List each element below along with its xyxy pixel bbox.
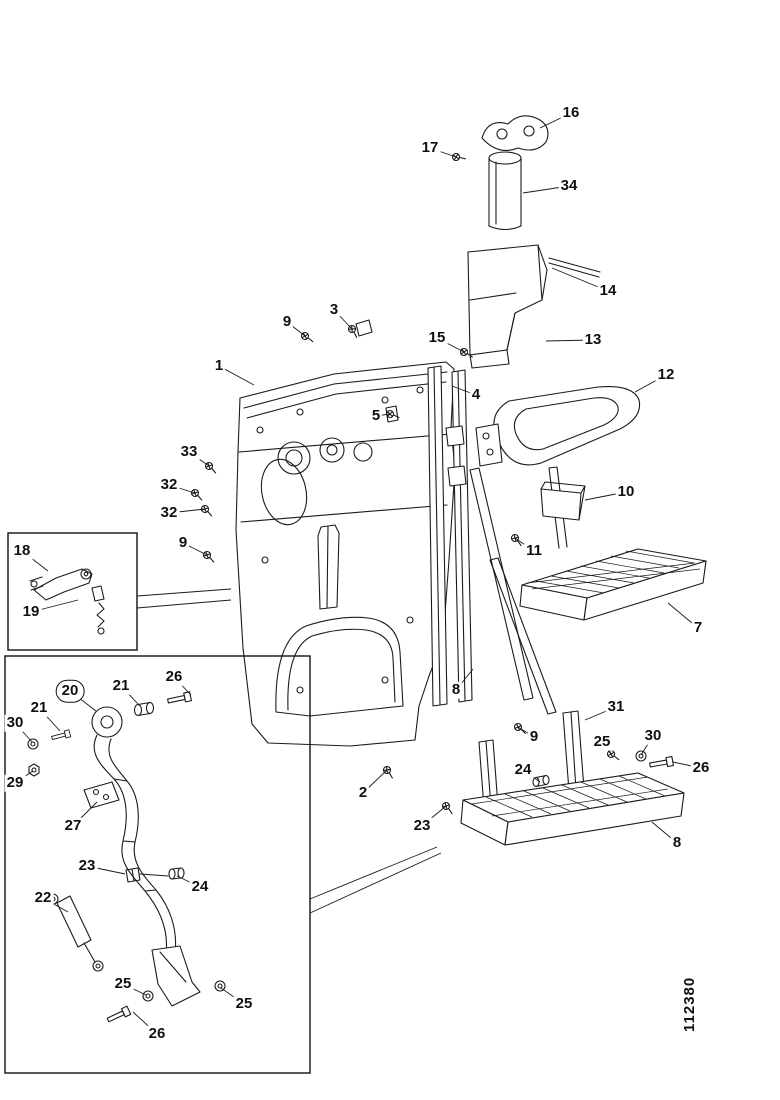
callout-13: 13 — [582, 330, 604, 349]
callout-25: 25 — [591, 732, 613, 751]
inset-frame-2 — [4, 655, 311, 1074]
callout-17: 17 — [419, 138, 441, 157]
callout-10: 10 — [615, 482, 637, 501]
callout-12: 12 — [655, 365, 677, 384]
callout-25: 25 — [233, 994, 255, 1013]
callout-16: 16 — [560, 103, 582, 122]
callout-19: 19 — [20, 602, 42, 621]
callout-29: 29 — [4, 773, 26, 792]
callout-32: 32 — [158, 503, 180, 522]
arm-bracket-12 — [475, 385, 641, 467]
duct-bracket-13 — [467, 244, 548, 369]
callout-9: 9 — [176, 533, 190, 552]
callout-7: 7 — [691, 618, 705, 637]
inset-frame-1 — [7, 532, 138, 651]
step-plate-7 — [519, 548, 707, 621]
drawing-number: 112380 — [681, 977, 698, 1032]
inset-detail-lever-assembly — [27, 691, 226, 1025]
callout-32: 32 — [158, 475, 180, 494]
inset-detail-18-19 — [29, 568, 105, 635]
strip-14 — [548, 257, 601, 278]
callout-4: 4 — [469, 385, 483, 404]
callout-8: 8 — [449, 680, 463, 699]
callout-33: 33 — [178, 442, 200, 461]
callout-18: 18 — [11, 541, 33, 560]
cylinder-34 — [488, 151, 522, 231]
callout-26: 26 — [690, 758, 712, 777]
support-legs — [469, 466, 568, 715]
callout-24: 24 — [512, 760, 534, 779]
channel-columns — [385, 365, 473, 707]
callout-23: 23 — [411, 816, 433, 835]
callout-14: 14 — [597, 281, 619, 300]
callout-3: 3 — [327, 300, 341, 319]
callout-30: 30 — [4, 713, 26, 732]
callout-26: 26 — [163, 667, 185, 686]
callout-11: 11 — [524, 541, 544, 560]
inset-frames — [4, 532, 311, 1074]
callout-8: 8 — [670, 833, 684, 852]
callout-24: 24 — [189, 877, 211, 896]
callout-30: 30 — [642, 726, 664, 745]
callout-15: 15 — [426, 328, 448, 347]
callout-25: 25 — [112, 974, 134, 993]
callout-1: 1 — [212, 356, 226, 375]
callout-21: 21 — [28, 698, 50, 717]
callout-34: 34 — [558, 176, 580, 195]
callout-21: 21 — [110, 676, 132, 695]
step-plate-8 — [460, 710, 685, 846]
cap-16 — [481, 115, 549, 151]
callout-26: 26 — [146, 1024, 168, 1043]
fasteners — [189, 151, 674, 815]
callout-23: 23 — [76, 856, 98, 875]
main-panel — [235, 361, 456, 747]
callout-22: 22 — [32, 888, 54, 907]
callout-20: 20 — [55, 679, 85, 703]
callout-9: 9 — [527, 727, 541, 746]
callout-9: 9 — [280, 312, 294, 331]
callout-31: 31 — [605, 697, 627, 716]
callout-27: 27 — [62, 816, 84, 835]
box-10 — [540, 481, 586, 521]
callout-5: 5 — [369, 406, 383, 425]
reference-lines — [136, 588, 442, 914]
callout-2: 2 — [356, 783, 370, 802]
